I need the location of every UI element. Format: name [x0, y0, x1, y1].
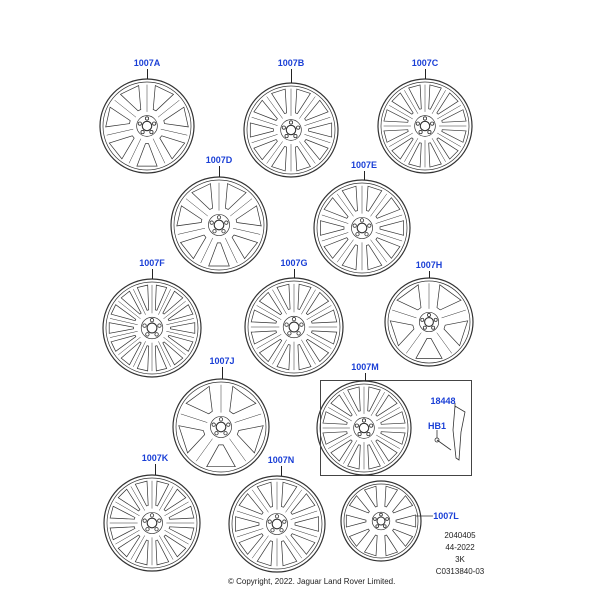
- kit-1007M-box: [320, 380, 472, 476]
- leader-line: [294, 269, 295, 278]
- callout-1007A[interactable]: 1007A: [133, 58, 161, 68]
- callout-1007E[interactable]: 1007E: [350, 160, 378, 170]
- leader-line: [291, 69, 292, 83]
- callout-1007N[interactable]: 1007N: [267, 455, 295, 465]
- wheel-1007J[interactable]: [172, 378, 270, 476]
- wheel-1007C[interactable]: [377, 78, 473, 174]
- callout-1007B[interactable]: 1007B: [277, 58, 305, 68]
- callout-1007H[interactable]: 1007H: [415, 260, 443, 270]
- wheel-1007H[interactable]: [384, 277, 474, 367]
- leader-line: [429, 271, 430, 278]
- wheel-1007A[interactable]: [99, 78, 195, 174]
- callout-1007G[interactable]: 1007G: [280, 258, 308, 268]
- leader-line: [222, 367, 223, 379]
- callout-1007C[interactable]: 1007C: [411, 58, 439, 68]
- leader-line: [152, 269, 153, 279]
- leader-line: [364, 171, 365, 180]
- drawing-metadata: 2040405 44-2022 3K C0313840-03: [425, 530, 495, 578]
- wheel-1007E[interactable]: [313, 179, 411, 277]
- callout-1007D[interactable]: 1007D: [205, 155, 233, 165]
- callout-1007J[interactable]: 1007J: [209, 356, 235, 366]
- wheel-1007N[interactable]: [228, 475, 326, 573]
- wheel-1007D[interactable]: [170, 176, 268, 274]
- wheel-1007L[interactable]: [340, 480, 422, 562]
- meta-line-3: 3K: [455, 555, 465, 564]
- callout-1007L[interactable]: 1007L: [433, 511, 459, 521]
- leader-line: [219, 166, 220, 177]
- meta-line-1: 2040405: [444, 531, 476, 540]
- wheel-1007G[interactable]: [244, 277, 344, 377]
- leader-line: [365, 373, 366, 381]
- callout-1007M[interactable]: 1007M: [351, 362, 379, 372]
- part-18448-clip[interactable]: [434, 403, 466, 461]
- meta-line-2: 44-2022: [445, 543, 475, 552]
- callout-18448[interactable]: 18448: [430, 396, 456, 406]
- wheel-1007F[interactable]: [102, 278, 202, 378]
- meta-line-4: C0313840-03: [435, 567, 485, 576]
- leader-line: [155, 464, 156, 475]
- wheel-1007B[interactable]: [243, 82, 339, 178]
- leader-line: [425, 69, 426, 79]
- copyright-text: © Copyright, 2022. Jaguar Land Rover Lim…: [228, 577, 396, 586]
- leader-line: [147, 69, 148, 79]
- leader-line: [281, 466, 282, 476]
- callout-1007F[interactable]: 1007F: [139, 258, 165, 268]
- callout-HB1[interactable]: HB1: [427, 421, 447, 431]
- callout-1007K[interactable]: 1007K: [141, 453, 169, 463]
- wheel-1007K[interactable]: [103, 474, 201, 572]
